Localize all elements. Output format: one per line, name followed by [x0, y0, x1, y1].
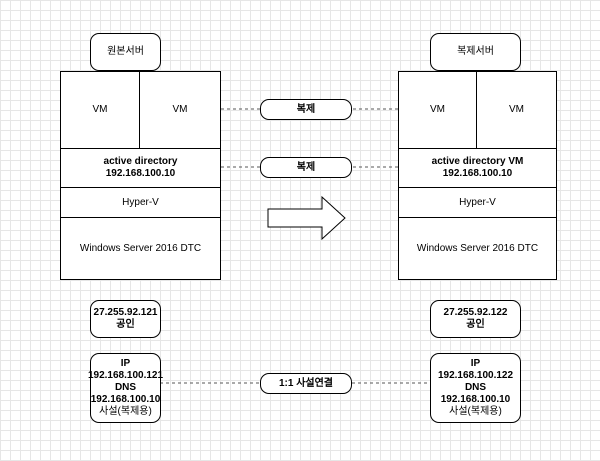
source-public-label: 공인	[116, 319, 135, 330]
replica-public-label: 공인	[466, 319, 485, 330]
replica-server-block: VM VM active directory VM 192.168.100.10…	[398, 71, 557, 280]
replica-ad-ip: 192.168.100.10	[442, 168, 513, 179]
source-hyperv: Hyper-V	[61, 188, 220, 218]
replica-public-ip-box: 27.255.92.122 공인	[430, 300, 521, 338]
replica-hyperv-label: Hyper-V	[459, 196, 496, 208]
source-server-block: VM VM active directory 192.168.100.10 Hy…	[60, 71, 221, 280]
source-vm-1: VM	[61, 72, 140, 149]
replica-os: Windows Server 2016 DTC	[399, 218, 556, 279]
source-hyperv-label: Hyper-V	[122, 196, 159, 208]
source-public-ip-box: 27.255.92.121 공인	[90, 300, 161, 338]
private-connection-label: 1:1 사설연결	[260, 373, 352, 394]
source-private-dns-label: DNS	[114, 382, 137, 393]
source-os-label: Windows Server 2016 DTC	[79, 242, 202, 254]
replica-private-ip: 192.168.100.122	[437, 370, 514, 381]
replica-private-purpose: 사설(복제용)	[449, 406, 502, 417]
ad-replication-label: 복제	[260, 157, 352, 178]
source-private-ip-label: IP	[120, 358, 131, 369]
source-private-dns: 192.168.100.10	[90, 394, 161, 405]
replica-public-ip: 27.255.92.122	[443, 307, 508, 318]
source-vm-2-label: VM	[172, 104, 188, 115]
vm-replication-label: 복제	[260, 99, 352, 120]
source-vm-1-label: VM	[92, 104, 108, 115]
replica-private-box: IP 192.168.100.122 DNS 192.168.100.10 사설…	[430, 353, 521, 423]
direction-arrow-icon	[267, 195, 346, 241]
replica-server-title: 복제서버	[430, 33, 521, 71]
source-ad-ip: 192.168.100.10	[105, 168, 176, 179]
replica-os-label: Windows Server 2016 DTC	[416, 242, 539, 254]
source-private-box: IP 192.168.100.121 DNS 192.168.100.10 사설…	[87, 353, 164, 423]
replica-server-title-text: 복제서버	[457, 46, 494, 57]
private-connection-text: 1:1 사설연결	[278, 377, 334, 389]
source-server-title-text: 원본서버	[107, 46, 144, 57]
source-private-ip: 192.168.100.121	[87, 370, 164, 381]
source-ad-name: active directory	[103, 156, 178, 167]
source-private-purpose: 사설(복제용)	[99, 406, 152, 417]
replica-vm-1-label: VM	[430, 104, 445, 115]
vm-replication-text: 복제	[296, 103, 316, 115]
ad-replication-text: 복제	[296, 161, 316, 173]
source-os: Windows Server 2016 DTC	[61, 218, 220, 279]
replica-active-directory: active directory VM 192.168.100.10	[399, 149, 556, 188]
replica-private-ip-label: IP	[470, 358, 481, 369]
replica-hyperv: Hyper-V	[399, 188, 556, 218]
replica-private-dns-label: DNS	[464, 382, 487, 393]
source-server-title: 원본서버	[90, 33, 161, 71]
source-public-ip: 27.255.92.121	[93, 307, 158, 318]
source-vm-2: VM	[140, 72, 220, 149]
replica-vm-1: VM	[399, 72, 477, 149]
source-active-directory: active directory 192.168.100.10	[61, 149, 220, 188]
replica-private-dns: 192.168.100.10	[440, 394, 511, 405]
replica-ad-name: active directory VM	[431, 156, 524, 167]
replica-vm-2: VM	[477, 72, 556, 149]
replica-vm-2-label: VM	[509, 104, 524, 115]
